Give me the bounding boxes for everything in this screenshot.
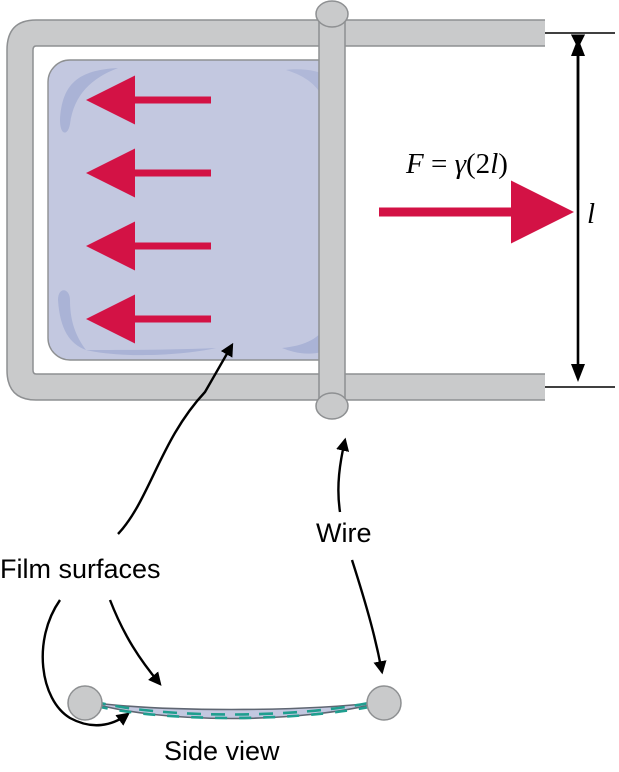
wire-label: Wire bbox=[316, 518, 372, 548]
expression-open: (2 bbox=[466, 148, 491, 180]
equals-sign: = bbox=[430, 148, 448, 180]
gamma-symbol: γ bbox=[454, 148, 467, 180]
wire-frame bbox=[6, 19, 545, 401]
movable-wire bbox=[315, 0, 349, 420]
soap-film bbox=[47, 59, 344, 361]
dimension-label-l: l bbox=[587, 198, 596, 230]
dimension-line-l bbox=[545, 32, 615, 388]
film-surfaces-label: Film surfaces bbox=[0, 554, 161, 584]
leader-lines bbox=[41, 342, 387, 727]
force-equation-label: F = γ(2l) bbox=[406, 148, 508, 181]
expression-close: ) bbox=[498, 148, 508, 180]
side-view-label: Side view bbox=[164, 736, 280, 766]
surface-tension-arrows bbox=[86, 75, 211, 344]
side-view-illustration bbox=[67, 685, 402, 721]
force-symbol: F bbox=[406, 148, 424, 180]
length-symbol: l bbox=[490, 148, 499, 180]
